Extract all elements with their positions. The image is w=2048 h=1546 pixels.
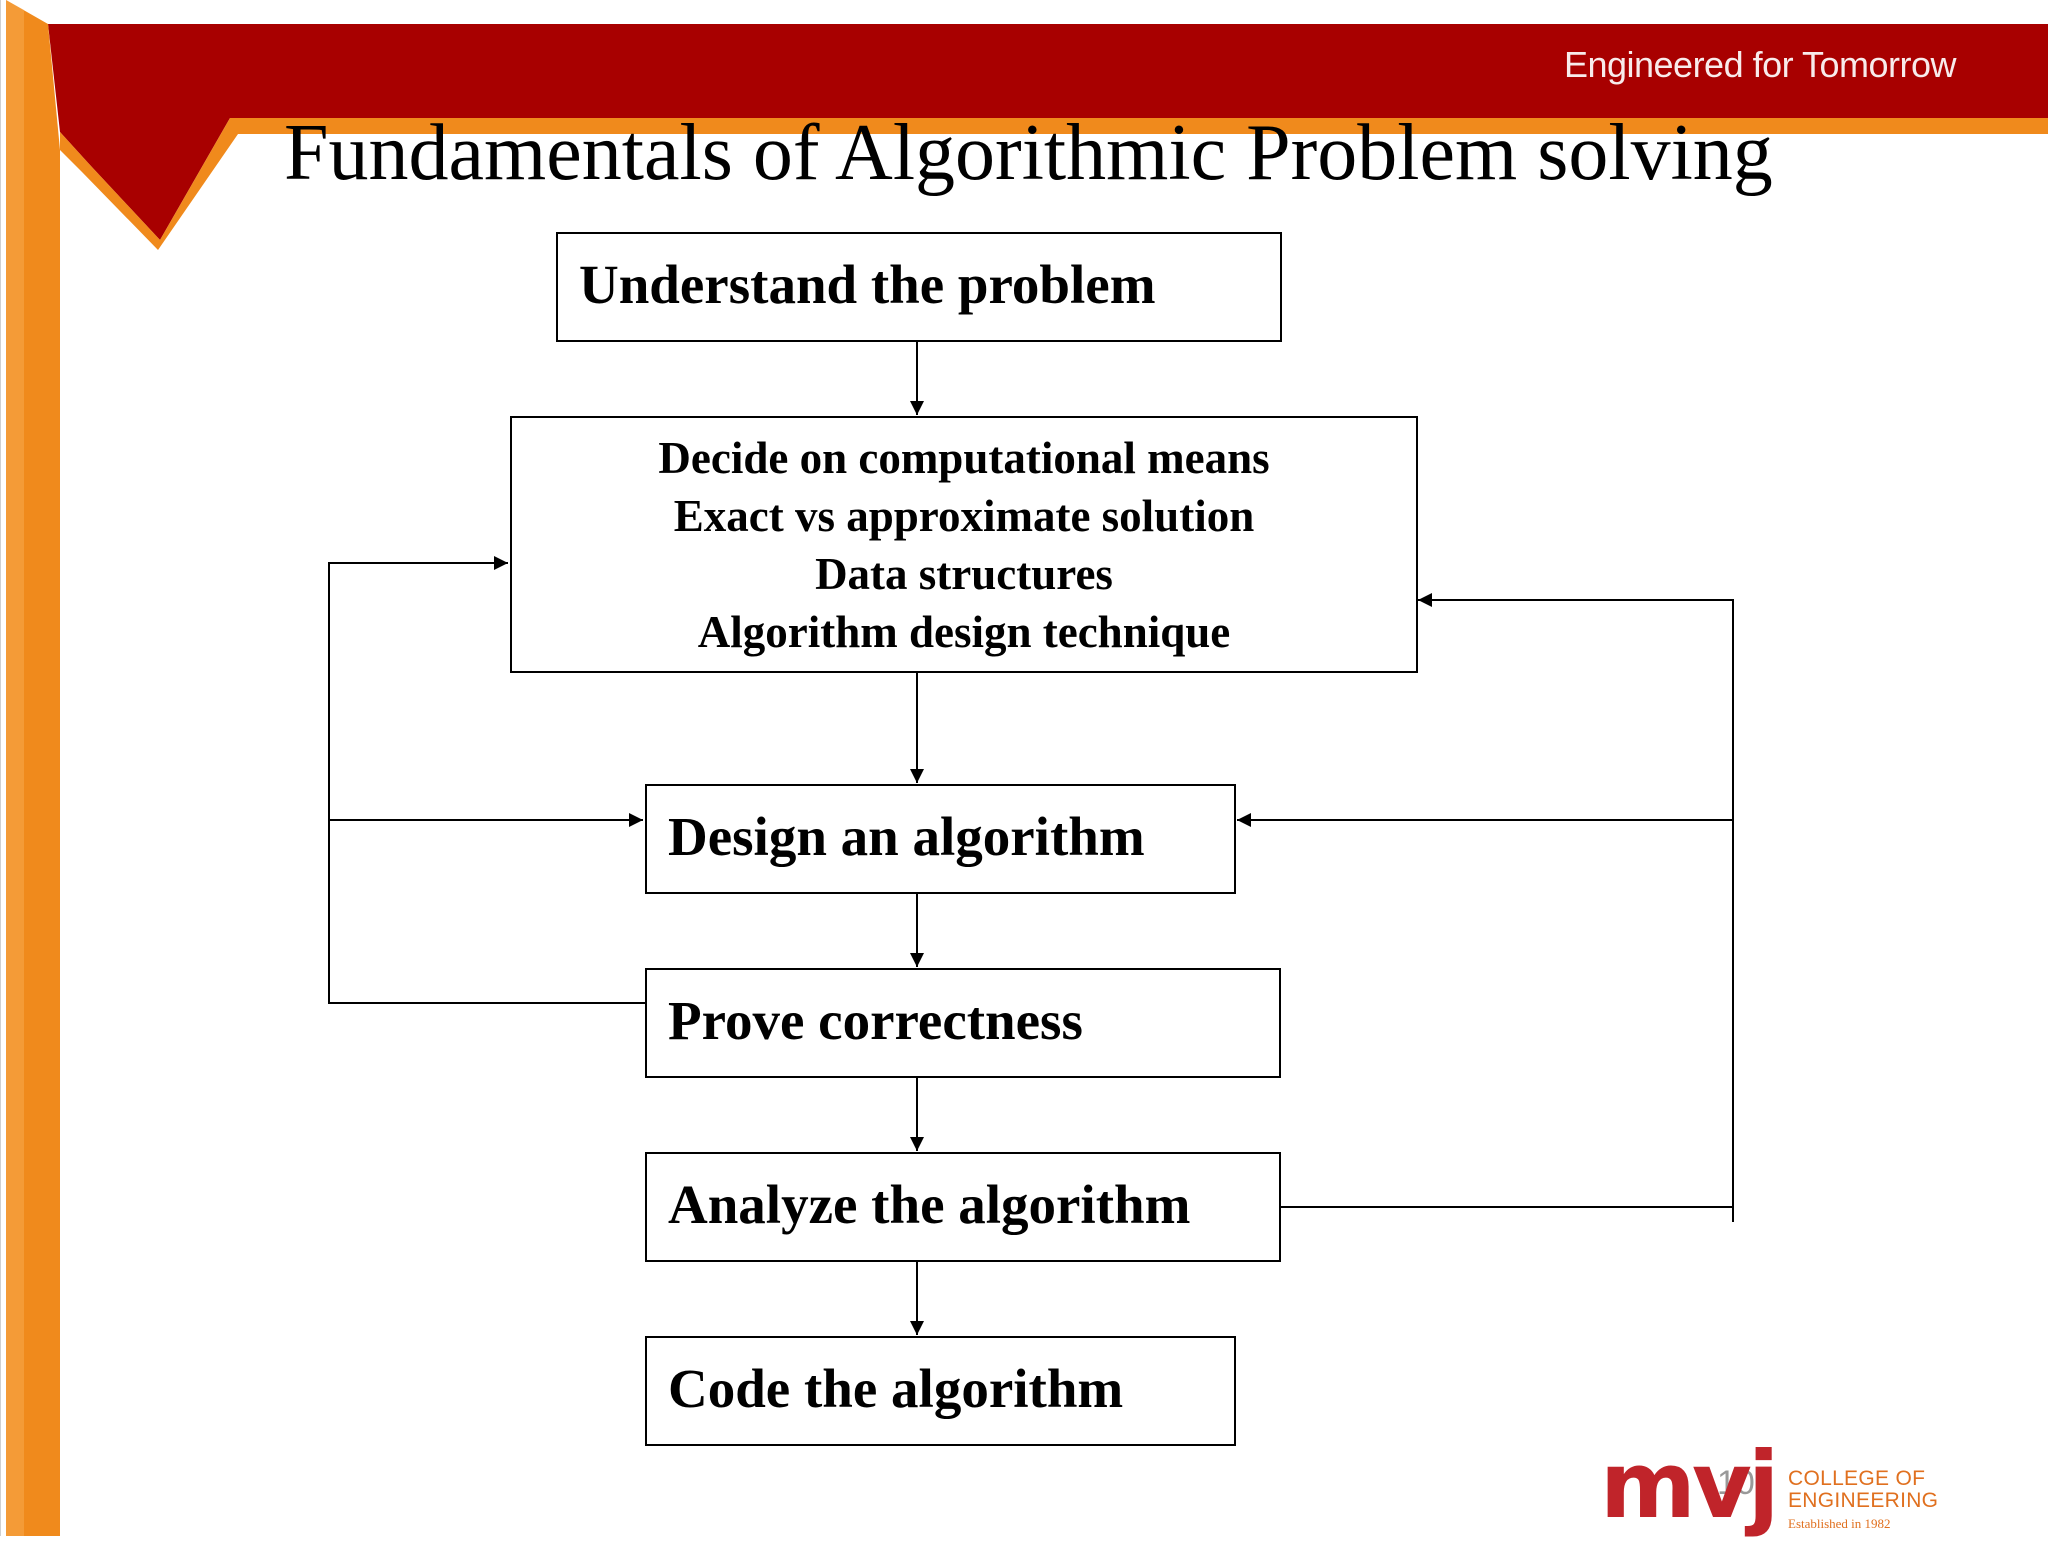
brand-tagline: Engineered for Tomorrow <box>1563 44 1957 85</box>
decide-line-4: Algorithm design technique <box>697 606 1231 657</box>
feedback-analyze-to-decide <box>1281 593 1734 1208</box>
step-analyze-label: Analyze the algorithm <box>668 1174 1191 1235</box>
step-prove-label: Prove correctness <box>668 990 1083 1051</box>
feedback-prove-to-decide <box>328 556 645 1004</box>
step-design-label: Design an algorithm <box>668 806 1145 867</box>
step-understand-label: Understand the problem <box>579 254 1156 315</box>
logo-mark: mvj <box>1600 1432 1779 1539</box>
decide-line-3: Data structures <box>815 548 1113 599</box>
step-design-algorithm: Design an algorithm <box>645 784 1236 894</box>
step-understand-problem: Understand the problem <box>556 232 1282 342</box>
step-decide-computational-means: Decide on computational means Exact vs a… <box>510 416 1418 673</box>
decide-line-1: Decide on computational means <box>658 432 1270 483</box>
logo-college-line2: ENGINEERING <box>1788 1489 1939 1512</box>
step-analyze-algorithm: Analyze the algorithm <box>645 1152 1281 1262</box>
decide-line-2: Exact vs approximate solution <box>673 490 1255 541</box>
page-title: Fundamentals of Algorithmic Problem solv… <box>284 109 1773 197</box>
logo-college-line1: COLLEGE OF <box>1788 1467 1926 1490</box>
step-code-label: Code the algorithm <box>668 1358 1124 1419</box>
logo-established: Established in 1982 <box>1788 1516 1891 1531</box>
page-number: 10 <box>1717 1464 1755 1502</box>
college-logo: mvj COLLEGE OF ENGINEERING Established i… <box>1600 1436 1940 1546</box>
step-code-algorithm: Code the algorithm <box>645 1336 1236 1446</box>
step-prove-correctness: Prove correctness <box>645 968 1281 1078</box>
logo-college-text: COLLEGE OF ENGINEERING <box>1788 1468 1938 1512</box>
